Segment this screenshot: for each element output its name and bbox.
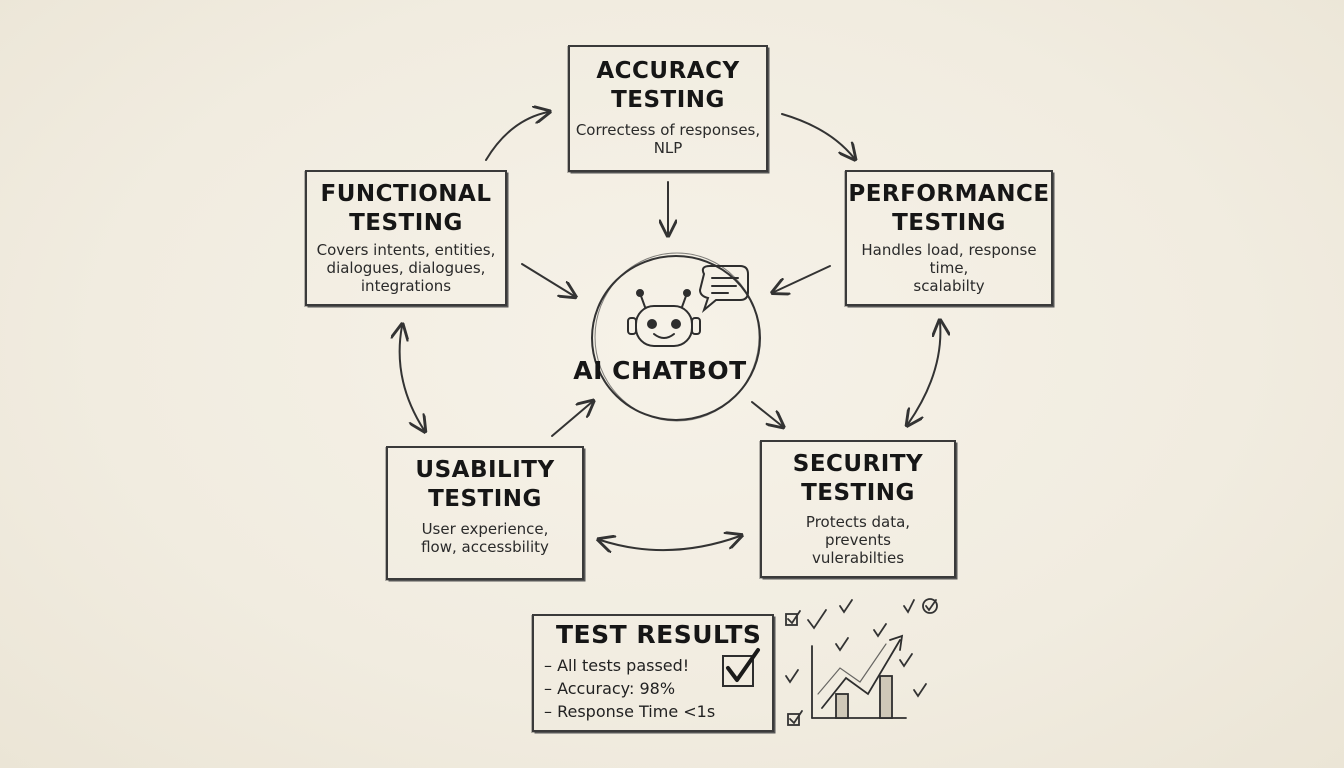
chatbot-circle — [591, 255, 761, 421]
arrow-accuracy-to-performance — [781, 113, 854, 158]
robot-icon — [627, 289, 701, 347]
node-desc: Protects data, prevents vulerabilties — [762, 513, 954, 567]
functional-testing-node: FUNCTIONAL TESTING Covers intents, entit… — [305, 170, 507, 306]
node-desc-line1: Protects data, — [805, 513, 911, 531]
node-desc-line1: Handles load, response — [861, 241, 1037, 259]
results-item-response-time: Response Time <1s — [544, 700, 772, 723]
node-desc-line1: Correctess of responses, — [575, 121, 761, 139]
node-desc: User experience, flow, accessbility — [388, 520, 582, 556]
node-title-line1: USABILITY — [415, 457, 555, 483]
node-desc-line2: flow, accessbility — [421, 538, 549, 556]
arrow-functional-to-accuracy — [485, 112, 548, 161]
node-desc-line3: vulerabilties — [811, 549, 905, 567]
accuracy-testing-node: ACCURACY TESTING Correctess of responses… — [568, 45, 768, 172]
node-desc-line2: time, — [929, 259, 969, 277]
results-item-passed: All tests passed! — [544, 654, 772, 677]
node-desc-line3: integrations — [360, 277, 452, 295]
scattered-check-icons — [785, 598, 938, 726]
node-desc-line2: NLP — [653, 139, 683, 157]
results-list: All tests passed! Accuracy: 98% Response… — [534, 654, 772, 723]
performance-testing-node: PERFORMANCE TESTING Handles load, respon… — [845, 170, 1053, 306]
arrow-usability-to-center — [551, 402, 592, 437]
node-desc-line2: prevents — [825, 531, 891, 549]
node-title-line2: TESTING — [611, 87, 725, 113]
node-title-line1: ACCURACY — [596, 58, 740, 84]
node-title-line2: TESTING — [349, 210, 463, 236]
node-title-line2: TESTING — [801, 480, 915, 506]
results-title: TEST RESULTS — [556, 620, 762, 649]
chat-bubble-icon — [698, 265, 749, 314]
checkbox-checked-icon — [722, 648, 760, 687]
node-title-line1: FUNCTIONAL — [320, 181, 492, 207]
node-desc-line3: scalabilty — [913, 277, 985, 295]
node-desc-line1: Covers intents, entities, — [316, 241, 496, 259]
arrow-performance-security — [908, 322, 940, 424]
usability-testing-node: USABILITY TESTING User experience, flow,… — [386, 446, 584, 580]
arrow-center-to-security — [751, 401, 782, 426]
node-desc-line1: User experience, — [421, 520, 549, 538]
arrow-performance-to-center — [774, 265, 831, 292]
node-title-line2: TESTING — [428, 486, 542, 512]
security-testing-node: SECURITY TESTING Protects data, prevents… — [760, 440, 956, 578]
chatbot-label: AI CHATBOT — [573, 356, 747, 385]
node-desc: Correctess of responses, NLP — [570, 121, 766, 157]
rising-bar-chart-icon — [811, 634, 907, 719]
node-desc: Covers intents, entities, dialogues, dia… — [307, 241, 505, 295]
test-results-panel: TEST RESULTS All tests passed! Accuracy:… — [532, 614, 774, 732]
node-desc-line2: dialogues, dialogues, — [326, 259, 486, 277]
arrow-usability-security — [600, 536, 740, 550]
node-title-line2: TESTING — [892, 210, 1006, 236]
arrow-functional-usability — [400, 326, 424, 430]
results-item-accuracy: Accuracy: 98% — [544, 677, 772, 700]
arrow-functional-to-center — [521, 263, 574, 296]
node-title-line1: SECURITY — [792, 451, 924, 477]
node-title-line1: PERFORMANCE — [848, 181, 1050, 207]
node-desc: Handles load, response time, scalabilty — [847, 241, 1051, 295]
